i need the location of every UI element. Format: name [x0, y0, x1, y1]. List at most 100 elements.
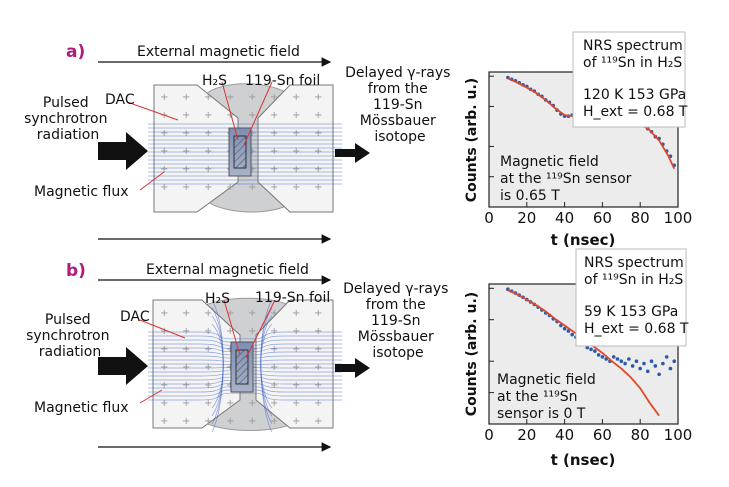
texture-mark: +: [314, 344, 322, 355]
texture-mark: +: [314, 380, 322, 391]
output-label: Delayed γ-rays from the 119-Sn Mössbauer…: [345, 65, 455, 145]
flux-leader: [139, 171, 165, 191]
texture-mark: +: [314, 416, 322, 427]
x-axis-label: t (nsec): [551, 451, 616, 469]
x-tick-label: 0: [484, 209, 494, 227]
panel-b: b) External magnetic field + + + + + + + + + + + + +…: [26, 261, 448, 452]
foil-label: 119-Sn foil: [245, 73, 320, 89]
texture-mark: +: [292, 326, 300, 337]
flux-leader: [139, 389, 163, 404]
x-tick-label: 80: [631, 209, 650, 227]
texture-mark: +: [292, 182, 300, 193]
texture-mark: +: [182, 92, 190, 103]
texture-mark: +: [182, 344, 190, 355]
texture-mark: +: [182, 128, 190, 139]
data-point: [615, 357, 620, 361]
texture-mark: +: [314, 110, 322, 121]
data-point: [619, 359, 624, 364]
texture-mark: +: [226, 182, 234, 193]
texture-mark: +: [314, 182, 322, 193]
data-point: [593, 349, 597, 353]
texture-mark: +: [248, 326, 256, 337]
texture-mark: +: [160, 398, 168, 409]
info-box: [572, 31, 686, 128]
texture-mark: +: [314, 308, 322, 319]
texture-mark: +: [248, 398, 256, 409]
x-tick-label: 0: [484, 426, 494, 444]
texture-mark: +: [314, 146, 322, 157]
y-ticks: [489, 287, 494, 394]
foil-label: 119-Sn foil: [255, 290, 330, 306]
texture-mark: +: [182, 146, 190, 157]
texture-mark: +: [204, 92, 212, 103]
texture-mark: +: [314, 164, 322, 175]
texture-mark: +: [270, 92, 278, 103]
data-point: [559, 323, 563, 328]
texture-mark: +: [204, 164, 212, 175]
beam-arrow: [98, 347, 148, 385]
x-tick-label: 100: [664, 209, 693, 227]
flux-line: [211, 299, 273, 433]
texture-mark: +: [204, 110, 212, 121]
data-point: [649, 359, 654, 364]
texture-mark: +: [160, 326, 168, 337]
data-point: [653, 364, 658, 368]
data-point: [642, 361, 646, 366]
texture-mark: +: [226, 110, 234, 121]
texture-mark: +: [270, 128, 278, 139]
texture-mark: +: [160, 182, 168, 193]
data-point: [657, 372, 661, 377]
flux-line: [148, 392, 342, 401]
x-axis-label: t (nsec): [551, 231, 616, 249]
dac-leader: [139, 319, 186, 339]
output-arrow: [335, 143, 370, 163]
texture-mark: +: [270, 326, 278, 337]
panel-a: a) External magnetic field + + + + + + + + + + + + +…: [24, 42, 455, 244]
data-point: [664, 355, 669, 359]
texture-mark: +: [160, 128, 168, 139]
panel-label: a): [66, 42, 85, 62]
texture-mark: +: [204, 416, 212, 427]
texture-mark: +: [270, 362, 278, 373]
beam-arrow: [98, 132, 148, 170]
texture-mark: +: [270, 110, 278, 121]
texture-mark: +: [270, 182, 278, 193]
texture-mark: +: [292, 416, 300, 427]
data-point: [566, 329, 571, 333]
texture-mark: +: [160, 308, 168, 319]
data-point: [672, 359, 677, 364]
texture-mark: +: [160, 380, 168, 391]
texture-mark: +: [292, 128, 300, 139]
texture-mark: +: [292, 398, 300, 409]
texture-mark: +: [160, 344, 168, 355]
texture-mark: +: [182, 308, 190, 319]
texture-mark: +: [270, 146, 278, 157]
texture-mark: +: [292, 110, 300, 121]
data-point: [596, 353, 601, 357]
data-point: [600, 355, 605, 359]
texture-mark: +: [270, 344, 278, 355]
texture-mark: +: [160, 146, 168, 157]
field-label: External magnetic field: [137, 44, 300, 60]
texture-mark: +: [292, 92, 300, 103]
panel-label: b): [66, 261, 86, 281]
texture-mark: +: [182, 326, 190, 337]
texture-mark: +: [292, 362, 300, 373]
data-point: [668, 366, 673, 371]
texture-mark: +: [248, 308, 256, 319]
field-label: External magnetic field: [146, 262, 309, 278]
texture-mark: +: [314, 326, 322, 337]
y-ticks: [489, 75, 494, 178]
h2s-leader: [221, 81, 239, 141]
texture-mark: +: [204, 362, 212, 373]
texture-mark: +: [226, 380, 234, 391]
x-tick-label: 60: [593, 209, 612, 227]
texture-mark: +: [182, 182, 190, 193]
data-point: [661, 361, 665, 366]
texture-mark: +: [204, 326, 212, 337]
texture-mark: +: [204, 398, 212, 409]
